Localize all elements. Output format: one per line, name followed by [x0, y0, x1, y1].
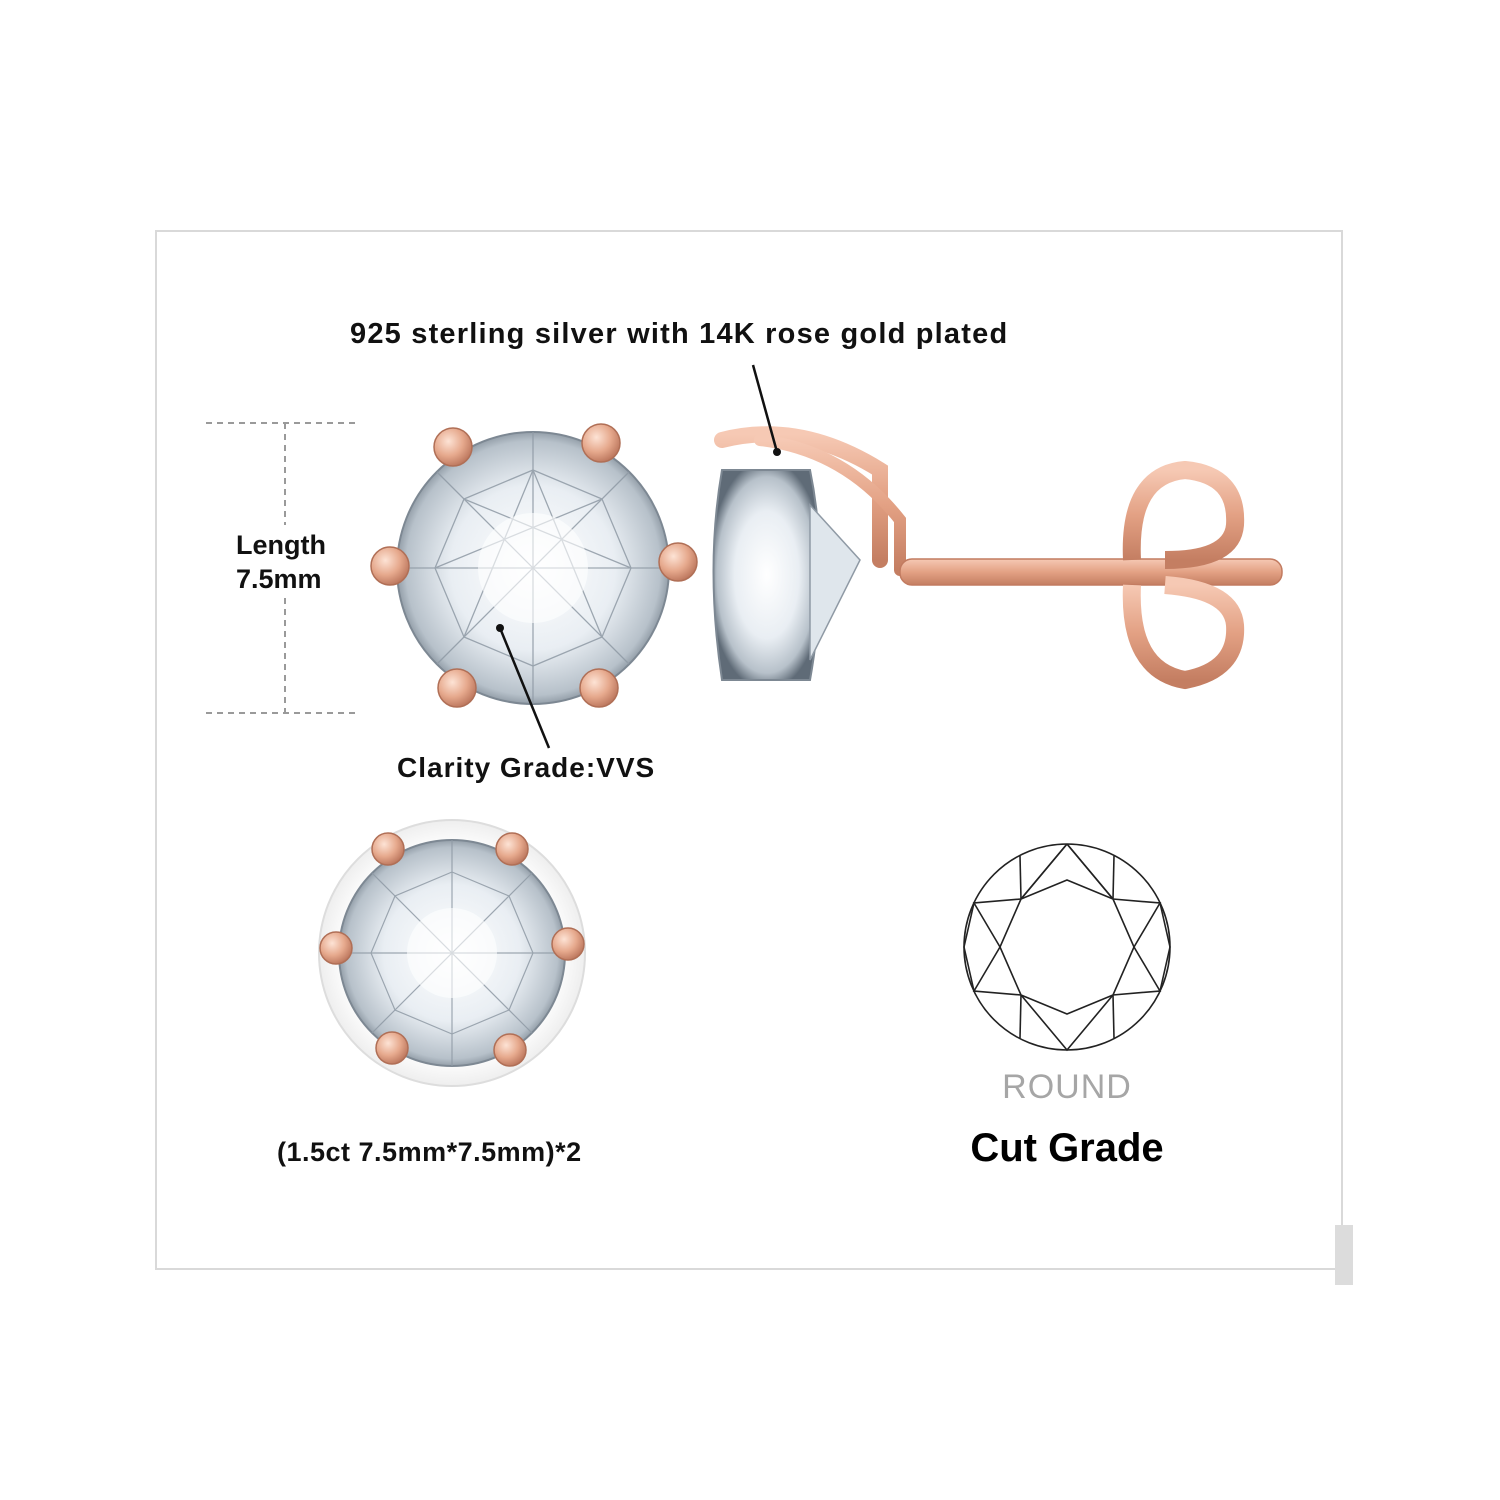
shape-label: ROUND: [1002, 1068, 1132, 1106]
size-label: (1.5ct 7.5mm*7.5mm)*2: [277, 1137, 582, 1167]
stud-size-view: [318, 819, 586, 1087]
material-label: 925 sterling silver with 14K rose gold p…: [350, 318, 1009, 350]
stud-side-view: [712, 426, 1283, 702]
clarity-label: Clarity Grade:VVS: [397, 752, 656, 783]
cut-grade-label: Cut Grade: [970, 1126, 1164, 1170]
callout-lines: [498, 364, 779, 749]
material-callout-dot: [773, 448, 781, 456]
scrollbar-stub: [1335, 1225, 1353, 1285]
length-value: 7.5mm: [236, 564, 322, 594]
butterfly-back: [1119, 460, 1245, 690]
length-title: Length: [236, 530, 326, 560]
round-cut-diagram: [963, 843, 1171, 1052]
spec-frame: [155, 230, 1343, 1270]
length-dimension-guide: [206, 422, 358, 714]
length-label: Length 7.5mm: [236, 528, 326, 596]
clarity-callout-dot: [496, 624, 504, 632]
stud-top-view: [370, 423, 698, 708]
